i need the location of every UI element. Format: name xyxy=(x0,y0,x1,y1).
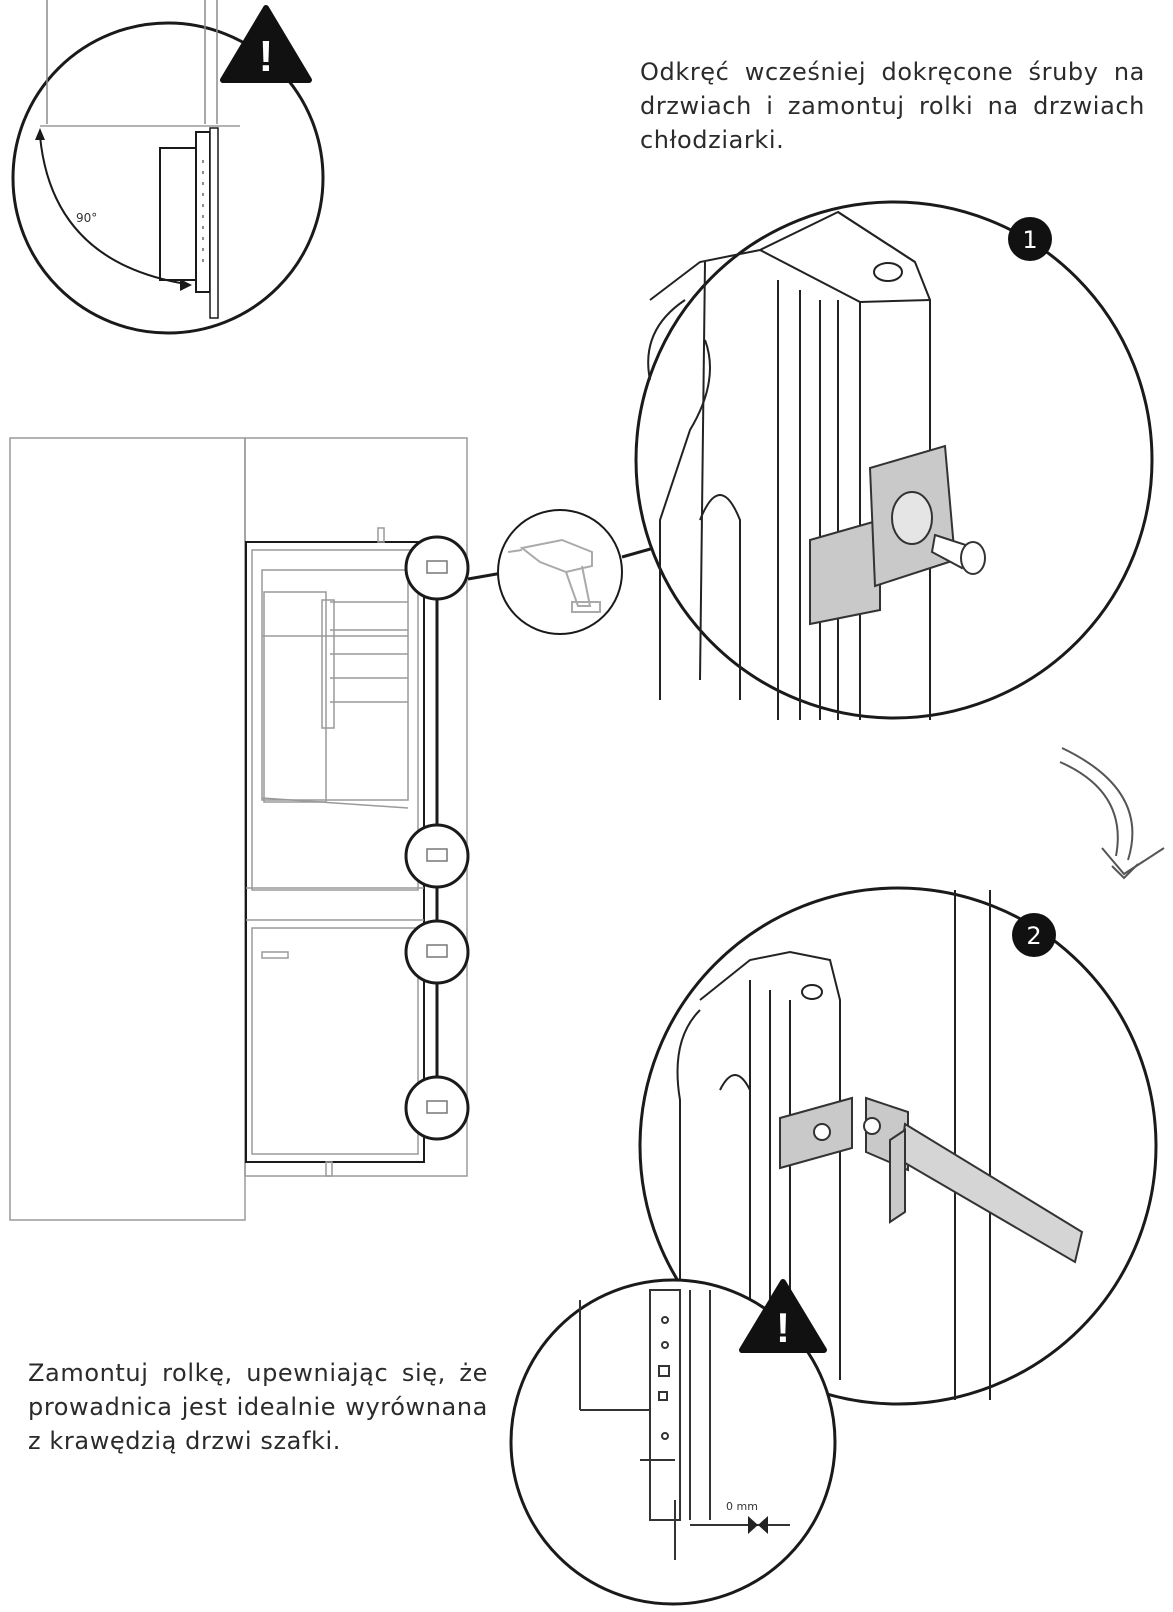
gap-label: 0 mm xyxy=(726,1500,758,1513)
warning-icon: ! xyxy=(739,1279,827,1353)
angle-label: 90° xyxy=(76,211,97,225)
drill-icon xyxy=(497,509,655,635)
warning-glyph: ! xyxy=(259,32,274,81)
instruction-line: drzwiach i zamontuj rolki na drzwiach xyxy=(640,92,1145,120)
instruction-line: Odkręć wcześniej dokręcone śruby na xyxy=(640,58,1145,86)
alignment-detail: 0 mm xyxy=(509,1278,837,1606)
instruction-line: z krawędzią drzwi szafki. xyxy=(28,1427,342,1455)
step-2-badge: 2 xyxy=(1012,913,1056,957)
instruction-mount-roller: Zamontuj rolkę, upewniając się, że prowa… xyxy=(28,1356,488,1458)
step-2-number: 2 xyxy=(1026,922,1041,950)
warning-icon: ! xyxy=(220,5,312,83)
instruction-line: chłodziarki. xyxy=(640,126,785,154)
curved-arrow-icon xyxy=(1059,747,1165,880)
warning-glyph: ! xyxy=(776,1304,790,1351)
instruction-line: prowadnica jest idealnie wyrównana xyxy=(28,1393,488,1421)
instruction-unscrew: Odkręć wcześniej dokręcone śruby na drzw… xyxy=(640,55,1145,157)
instruction-line: Zamontuj rolkę, upewniając się, że xyxy=(28,1359,488,1387)
door-angle-detail: 90° xyxy=(11,0,325,335)
detail-step-2 xyxy=(638,886,1158,1406)
cabinet-front-view xyxy=(9,437,468,1221)
hinge-callouts xyxy=(404,535,509,1141)
detail-step-1 xyxy=(634,200,1154,720)
step-1-badge: 1 xyxy=(1008,217,1052,261)
step-1-number: 1 xyxy=(1022,226,1037,254)
